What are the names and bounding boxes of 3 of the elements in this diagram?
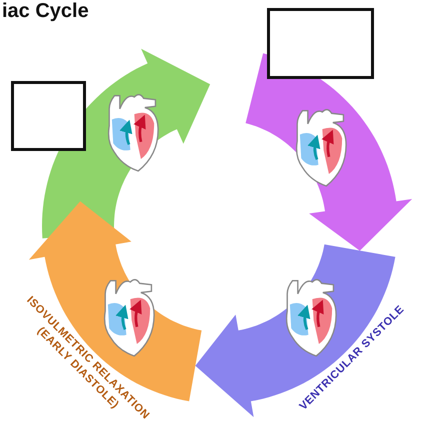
title: iac Cycle	[2, 0, 89, 22]
answer-box	[11, 81, 86, 151]
answer-box	[267, 8, 374, 79]
